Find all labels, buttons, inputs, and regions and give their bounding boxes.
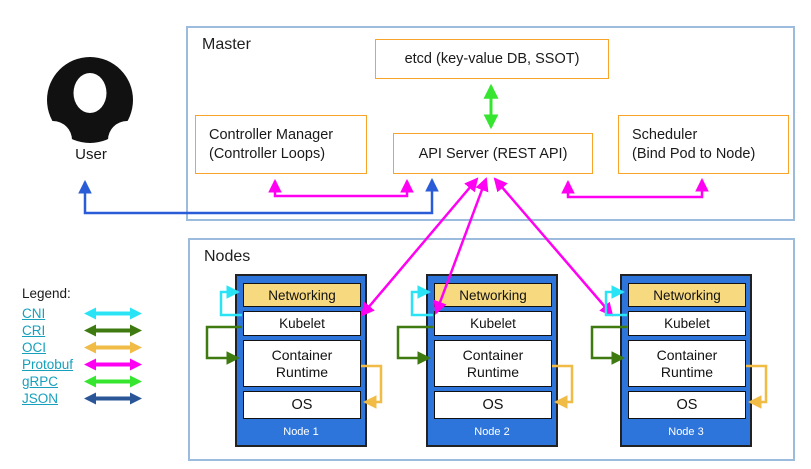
node-2-os: OS bbox=[434, 391, 552, 419]
node-2-kubelet: Kubelet bbox=[434, 311, 552, 336]
node-1-os: OS bbox=[243, 391, 361, 419]
node-2: Networking Kubelet Container Runtime OS … bbox=[426, 274, 558, 447]
user-icon bbox=[42, 57, 138, 144]
protobuf-arrow-swatch bbox=[84, 358, 142, 371]
legend-row-oci: OCI bbox=[22, 339, 142, 356]
cri-arrow-swatch bbox=[84, 324, 142, 337]
legend-row-protobuf: Protobuf bbox=[22, 356, 142, 373]
api-server-label: API Server (REST API) bbox=[418, 145, 568, 162]
grpc-arrow-swatch bbox=[84, 375, 142, 388]
etcd-label: etcd (key-value DB, SSOT) bbox=[404, 51, 580, 67]
node-3-os: OS bbox=[628, 391, 746, 419]
master-title: Master bbox=[202, 36, 251, 53]
scheduler-box: Scheduler (Bind Pod to Node) bbox=[618, 115, 789, 174]
legend: Legend: CNI CRI OCI Protobuf gRP bbox=[22, 286, 142, 407]
etcd-box: etcd (key-value DB, SSOT) bbox=[375, 39, 609, 79]
node-1-label: Node 1 bbox=[283, 426, 319, 438]
legend-row-grpc: gRPC bbox=[22, 373, 142, 390]
node-3-networking: Networking bbox=[628, 283, 746, 307]
legend-link-cni[interactable]: CNI bbox=[22, 306, 46, 321]
legend-title: Legend: bbox=[22, 286, 71, 301]
user-label: User bbox=[75, 146, 107, 163]
node-1-networking: Networking bbox=[243, 283, 361, 307]
legend-row-cri: CRI bbox=[22, 322, 142, 339]
legend-link-protobuf[interactable]: Protobuf bbox=[22, 357, 74, 372]
node-2-container-runtime: Container Runtime bbox=[434, 340, 552, 387]
legend-row-cni: CNI bbox=[22, 305, 142, 322]
nodes-title: Nodes bbox=[204, 248, 251, 265]
scheduler-label-line2: (Bind Pod to Node) bbox=[632, 145, 756, 162]
node-3-label: Node 3 bbox=[668, 426, 704, 438]
oci-arrow-swatch bbox=[84, 341, 142, 354]
node-2-label: Node 2 bbox=[474, 426, 510, 438]
controller-manager-label-line1: Controller Manager bbox=[209, 127, 334, 144]
node-1-kubelet: Kubelet bbox=[243, 311, 361, 336]
node-3-kubelet: Kubelet bbox=[628, 311, 746, 336]
node-1-container-runtime: Container Runtime bbox=[243, 340, 361, 387]
node-2-networking: Networking bbox=[434, 283, 552, 307]
node-3: Networking Kubelet Container Runtime OS … bbox=[620, 274, 752, 447]
json-arrow-swatch bbox=[84, 392, 142, 405]
legend-link-cri[interactable]: CRI bbox=[22, 323, 46, 338]
controller-manager-box: Controller Manager (Controller Loops) bbox=[195, 115, 367, 174]
node-1: Networking Kubelet Container Runtime OS … bbox=[235, 274, 367, 447]
legend-link-oci[interactable]: OCI bbox=[22, 340, 47, 355]
cni-arrow-swatch bbox=[84, 307, 142, 320]
scheduler-label-line1: Scheduler bbox=[632, 127, 698, 144]
legend-link-grpc[interactable]: gRPC bbox=[22, 374, 59, 389]
node-3-container-runtime: Container Runtime bbox=[628, 340, 746, 387]
api-server-box: API Server (REST API) bbox=[393, 133, 593, 174]
controller-manager-label-line2: (Controller Loops) bbox=[209, 145, 326, 162]
legend-link-json[interactable]: JSON bbox=[22, 391, 59, 406]
legend-row-json: JSON bbox=[22, 390, 142, 407]
